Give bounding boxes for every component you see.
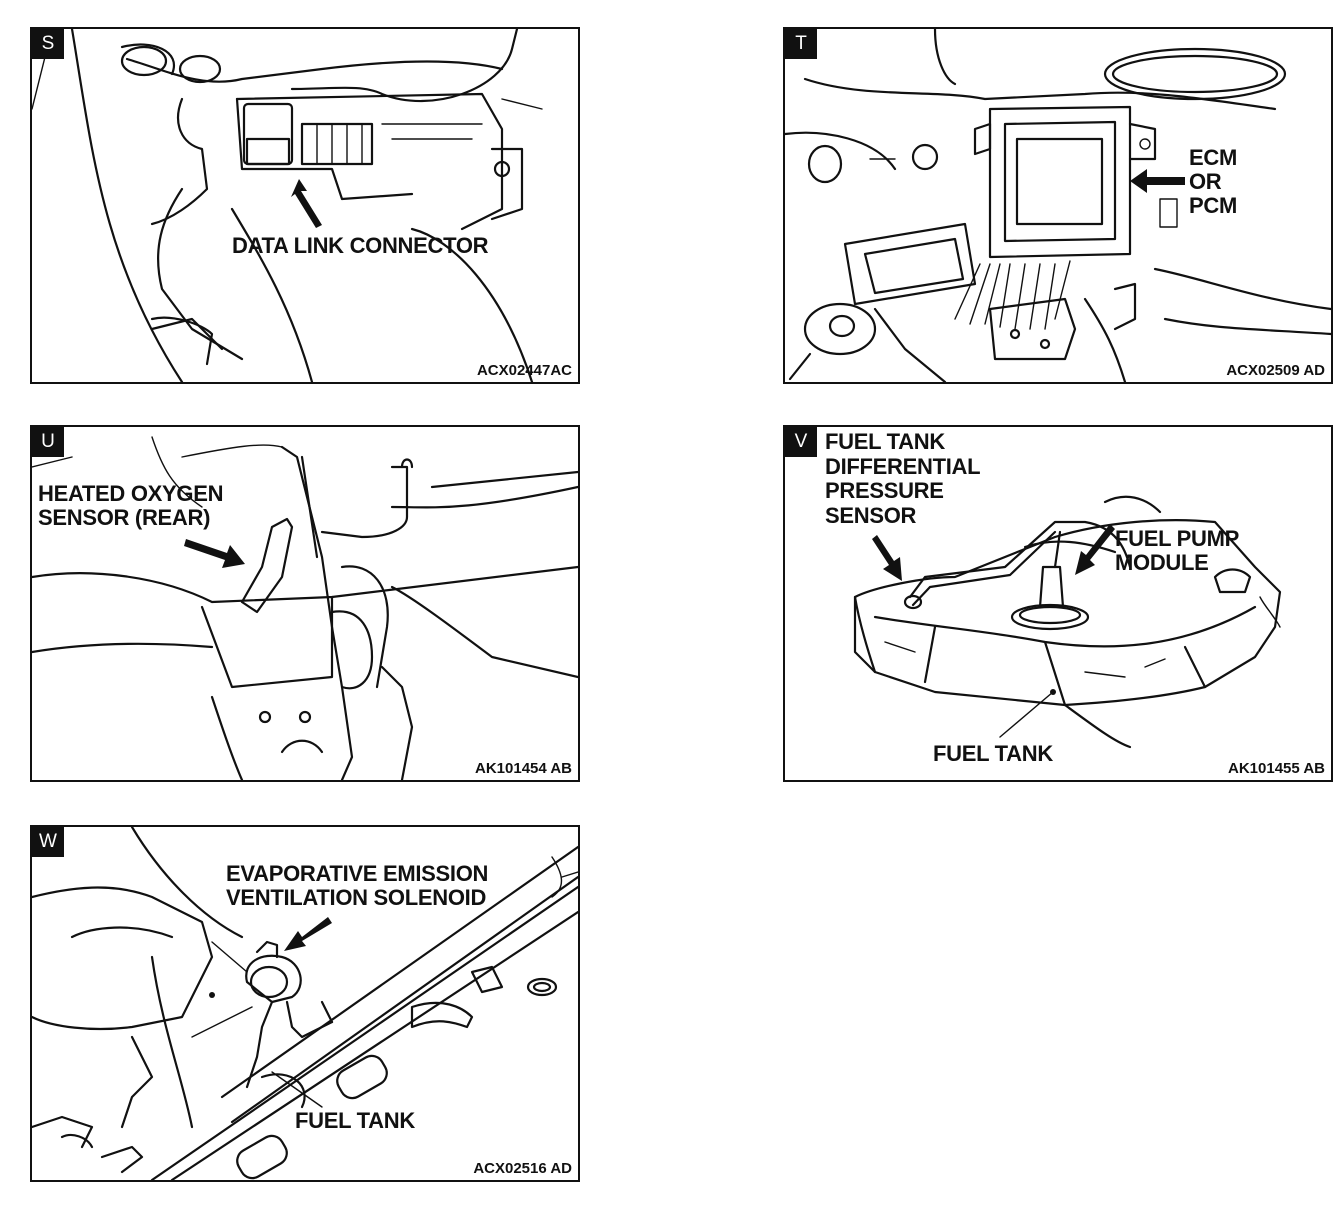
pcm-label: PCM — [1189, 193, 1237, 218]
diagram-panel-v: V FUEL TANK DIFFERENTIAL PRESSURE SENSOR… — [783, 425, 1333, 782]
evaporative-emission-solenoid-illustration — [32, 827, 578, 1180]
panel-letter: T — [785, 29, 817, 59]
heated-oxygen-sensor-label-line1: HEATED OXYGEN — [38, 481, 224, 506]
figure-code: ACX02516 AD — [473, 1160, 572, 1177]
panel-letter: U — [32, 427, 64, 457]
pressure-sensor-label-line2: DIFFERENTIAL — [825, 454, 981, 479]
ecm-pcm-illustration — [785, 29, 1331, 382]
pressure-sensor-label-line1: FUEL TANK — [825, 429, 945, 454]
diagram-panel-u: U HEATED OXYGEN SENSOR (REAR) AK101454 A… — [30, 425, 580, 782]
solenoid-label-line1: EVAPORATIVE EMISSION — [226, 861, 489, 886]
data-link-connector-label: DATA LINK CONNECTOR — [232, 233, 489, 258]
or-label: OR — [1189, 169, 1222, 194]
fuel-pump-module-label-line1: FUEL PUMP — [1115, 526, 1240, 551]
heated-oxygen-sensor-illustration — [32, 436, 578, 780]
fuel-pump-module-label-line2: MODULE — [1115, 550, 1209, 575]
fuel-tank-label: FUEL TANK — [295, 1108, 415, 1133]
pressure-sensor-label-line3: PRESSURE — [825, 478, 944, 503]
data-link-connector-illustration — [32, 29, 543, 382]
fuel-tank-label: FUEL TANK — [933, 741, 1053, 766]
figure-code: ACX02447AC — [476, 362, 572, 379]
heated-oxygen-sensor-label-line2: SENSOR (REAR) — [38, 505, 211, 530]
panel-letter: W — [32, 827, 64, 857]
pressure-sensor-label-line4: SENSOR — [825, 503, 917, 528]
panel-letter: V — [785, 427, 817, 457]
panel-letter: S — [32, 29, 64, 59]
diagram-panel-t: T ECM OR PCM ACX02509 AD — [783, 27, 1333, 384]
solenoid-label-line2: VENTILATION SOLENOID — [226, 885, 487, 910]
diagram-panel-s: S DATA LINK CONNECTOR ACX02447AC — [30, 27, 580, 384]
diagram-panel-w: W EVAPORATIVE EMISSION VENTILATION SOLEN… — [30, 825, 580, 1182]
figure-code: AK101454 AB — [475, 760, 572, 777]
ecm-label: ECM — [1189, 145, 1237, 170]
figure-code: ACX02509 AD — [1226, 362, 1325, 379]
figure-code: AK101455 AB — [1228, 760, 1325, 777]
fuel-tank-illustration — [853, 495, 1282, 749]
